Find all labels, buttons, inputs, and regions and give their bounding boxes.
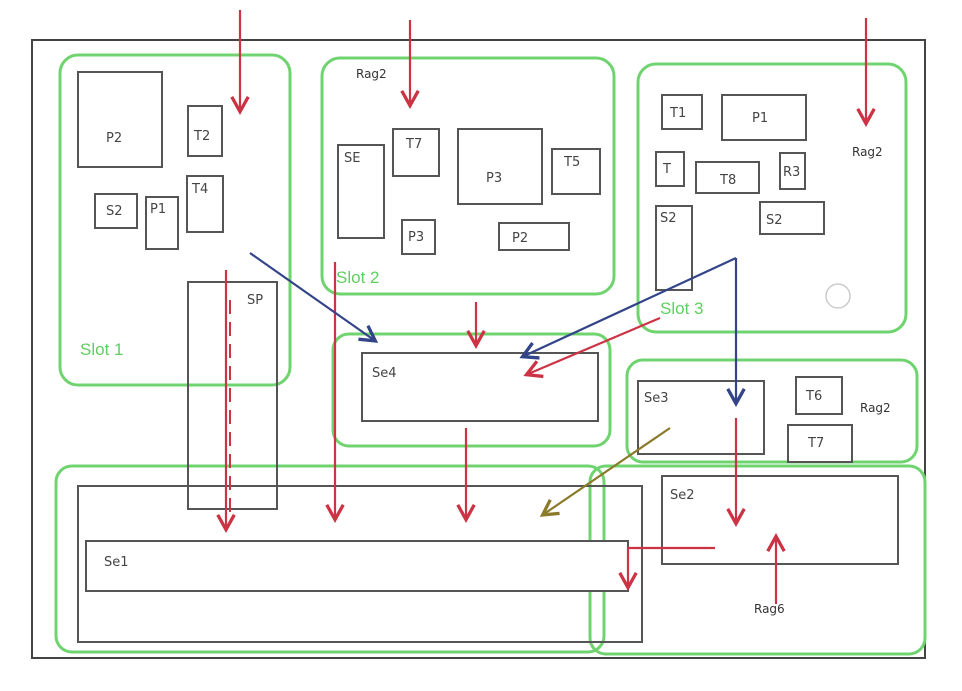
block-bottom-main <box>85 540 629 592</box>
label-s2-c: P3 <box>408 230 424 245</box>
label-s1-c: T4 <box>191 182 208 197</box>
small-mark <box>825 283 851 309</box>
label-s6-main: Se2 <box>670 488 695 503</box>
slot-5-region <box>625 358 919 464</box>
block-s6-main <box>661 475 899 565</box>
block-s2-b <box>551 148 601 195</box>
slot-2-label: Slot 2 <box>336 268 379 287</box>
label-s2-big: P3 <box>486 171 502 186</box>
label-s5-b: T7 <box>807 436 824 451</box>
label-s1-a: S2 <box>106 204 123 219</box>
red-arrows <box>226 10 866 604</box>
block-s4-main <box>361 352 599 422</box>
block-s5-a <box>795 376 843 415</box>
label-s3-e: R3 <box>783 165 800 180</box>
block-s3-a <box>661 94 703 130</box>
block-s5-b <box>787 424 853 463</box>
block-s1-big <box>77 71 163 168</box>
label-s2-d: P2 <box>512 231 528 246</box>
label-s3-c: T <box>662 162 671 177</box>
block-s2-d <box>498 222 570 251</box>
slot-3-region <box>636 62 908 334</box>
slot-2-region <box>320 56 616 296</box>
outer-frame <box>31 39 926 659</box>
block-s2-a <box>392 128 440 177</box>
arrow-slot3-into-se4 <box>528 316 661 374</box>
blocks <box>77 71 899 643</box>
block-s3-b <box>721 94 807 141</box>
block-s1-b <box>145 196 179 250</box>
block-s3-f <box>655 205 693 291</box>
arrow-se2-to-se1 <box>628 546 715 586</box>
label-bottom-main: Se1 <box>104 555 129 570</box>
label-s4-main: Se4 <box>372 366 397 381</box>
blue-arrows <box>249 252 737 402</box>
block-s1-a <box>94 193 138 229</box>
block-s2-tall <box>337 144 385 239</box>
block-s2-big <box>457 128 543 205</box>
block-labels: P2 T2 S2 P1 T4 SP SE T7 P3 T5 P3 P2 T1 P… <box>104 106 824 570</box>
block-s1-t <box>187 105 223 157</box>
label-s3-b: P1 <box>752 111 768 126</box>
ext-label-mid-right: Rag2 <box>860 401 891 415</box>
block-s3-g <box>759 201 825 235</box>
arrow-slot1-to-se4 <box>249 252 374 340</box>
slot-1-region <box>58 53 292 387</box>
label-s3-a: T1 <box>669 106 686 121</box>
label-s5-main: Se3 <box>644 391 669 406</box>
label-s1-big: P2 <box>106 131 122 146</box>
label-s2-a: T7 <box>405 137 422 152</box>
block-bottom-outer <box>77 485 643 643</box>
label-s1-tall: SP <box>247 293 263 308</box>
ext-label-top-middle: Rag2 <box>356 67 387 81</box>
block-s2-c <box>401 219 436 255</box>
label-s5-a: T6 <box>805 389 822 404</box>
block-s1-c <box>186 175 224 233</box>
block-s3-c <box>655 151 685 187</box>
label-s1-t: T2 <box>193 129 210 144</box>
label-s2-tall: SE <box>344 151 360 166</box>
arrow-slot3-to-se4 <box>524 257 737 356</box>
label-s3-g: S2 <box>766 213 783 228</box>
slot-1-label: Slot 1 <box>80 340 123 359</box>
block-s3-e <box>779 152 806 190</box>
block-s1-tall <box>187 281 278 510</box>
slot-3-label: Slot 3 <box>660 299 703 318</box>
ext-label-top-right: Rag2 <box>852 145 883 159</box>
ext-label-bottom-right: Rag6 <box>754 602 785 616</box>
label-s3-f: S2 <box>660 211 677 226</box>
arrow-se3-to-se1 <box>544 427 671 514</box>
block-s3-d <box>695 161 760 194</box>
label-s1-b: P1 <box>150 202 166 217</box>
label-s2-b: T5 <box>563 155 580 170</box>
label-s3-d: T8 <box>719 173 736 188</box>
